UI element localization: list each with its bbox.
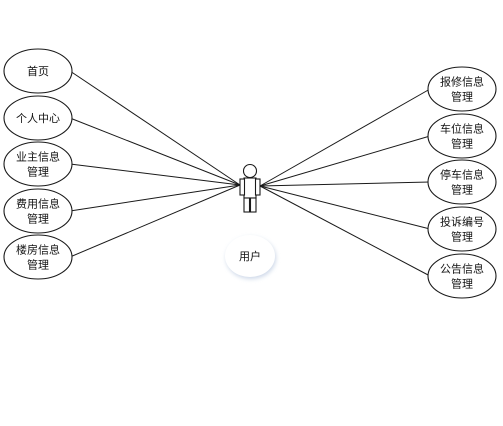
association-line-announcement-info (259, 185, 431, 277)
use-case-label: 管理 (451, 277, 473, 291)
use-case-label: 管理 (27, 165, 49, 179)
actor-user: 用户 (225, 163, 275, 277)
association-line-personal-center (69, 117, 241, 186)
actor-head (242, 163, 258, 179)
use-case-label: 公告信息 (440, 262, 484, 276)
association-line-parking-space-info (259, 135, 431, 187)
use-case-label: 管理 (27, 258, 49, 272)
actor-label-background (225, 235, 275, 277)
stick-figure-icon (239, 163, 261, 213)
use-case-ellipse (427, 253, 497, 299)
association-line-home (69, 70, 241, 186)
association-line-fee-info (69, 184, 241, 212)
association-line-parking-info (259, 181, 431, 187)
actor-label: 用户 (239, 249, 261, 263)
use-case-label: 费用信息 (16, 197, 60, 211)
use-case-label: 投诉编号 (440, 215, 484, 229)
use-case-label: 个人中心 (16, 112, 60, 125)
association-line-building-info (69, 184, 241, 258)
use-case-ellipse (427, 206, 497, 252)
actor-body (243, 177, 257, 199)
association-lines (69, 70, 431, 277)
use-case-label: 车位信息 (440, 122, 484, 136)
use-case-label: 管理 (451, 137, 473, 151)
use-case-label: 管理 (451, 183, 473, 197)
actor-left-leg (243, 197, 251, 213)
use-case-ellipse (427, 66, 497, 112)
use-case-ellipse (3, 188, 73, 234)
use-case-label: 楼房信息 (16, 243, 60, 257)
use-case-ellipse (427, 113, 497, 159)
actor-right-leg (249, 197, 257, 213)
association-line-complaint-number (259, 185, 431, 230)
association-line-owner-info (69, 163, 241, 186)
use-case-ellipse (3, 141, 73, 187)
association-line-repair-info (259, 88, 431, 187)
use-case-ellipse (3, 48, 73, 94)
use-case-home: 首页 (3, 48, 73, 94)
actor-right-arm (254, 178, 261, 196)
use-case-label: 管理 (27, 212, 49, 226)
use-case-label: 报修信息 (440, 75, 484, 89)
use-case-ellipse (3, 95, 73, 141)
use-case-label: 业主信息 (16, 150, 60, 164)
use-case-ellipse (3, 234, 73, 280)
use-case-label: 管理 (451, 90, 473, 104)
use-case-label: 管理 (451, 230, 473, 244)
use-case-ellipse (427, 159, 497, 205)
use-case-personal-center: 个人中心 (3, 95, 73, 141)
actor-left-arm (239, 178, 246, 196)
use-case-label: 停车信息 (440, 168, 484, 182)
use-case-label: 首页 (27, 64, 49, 78)
